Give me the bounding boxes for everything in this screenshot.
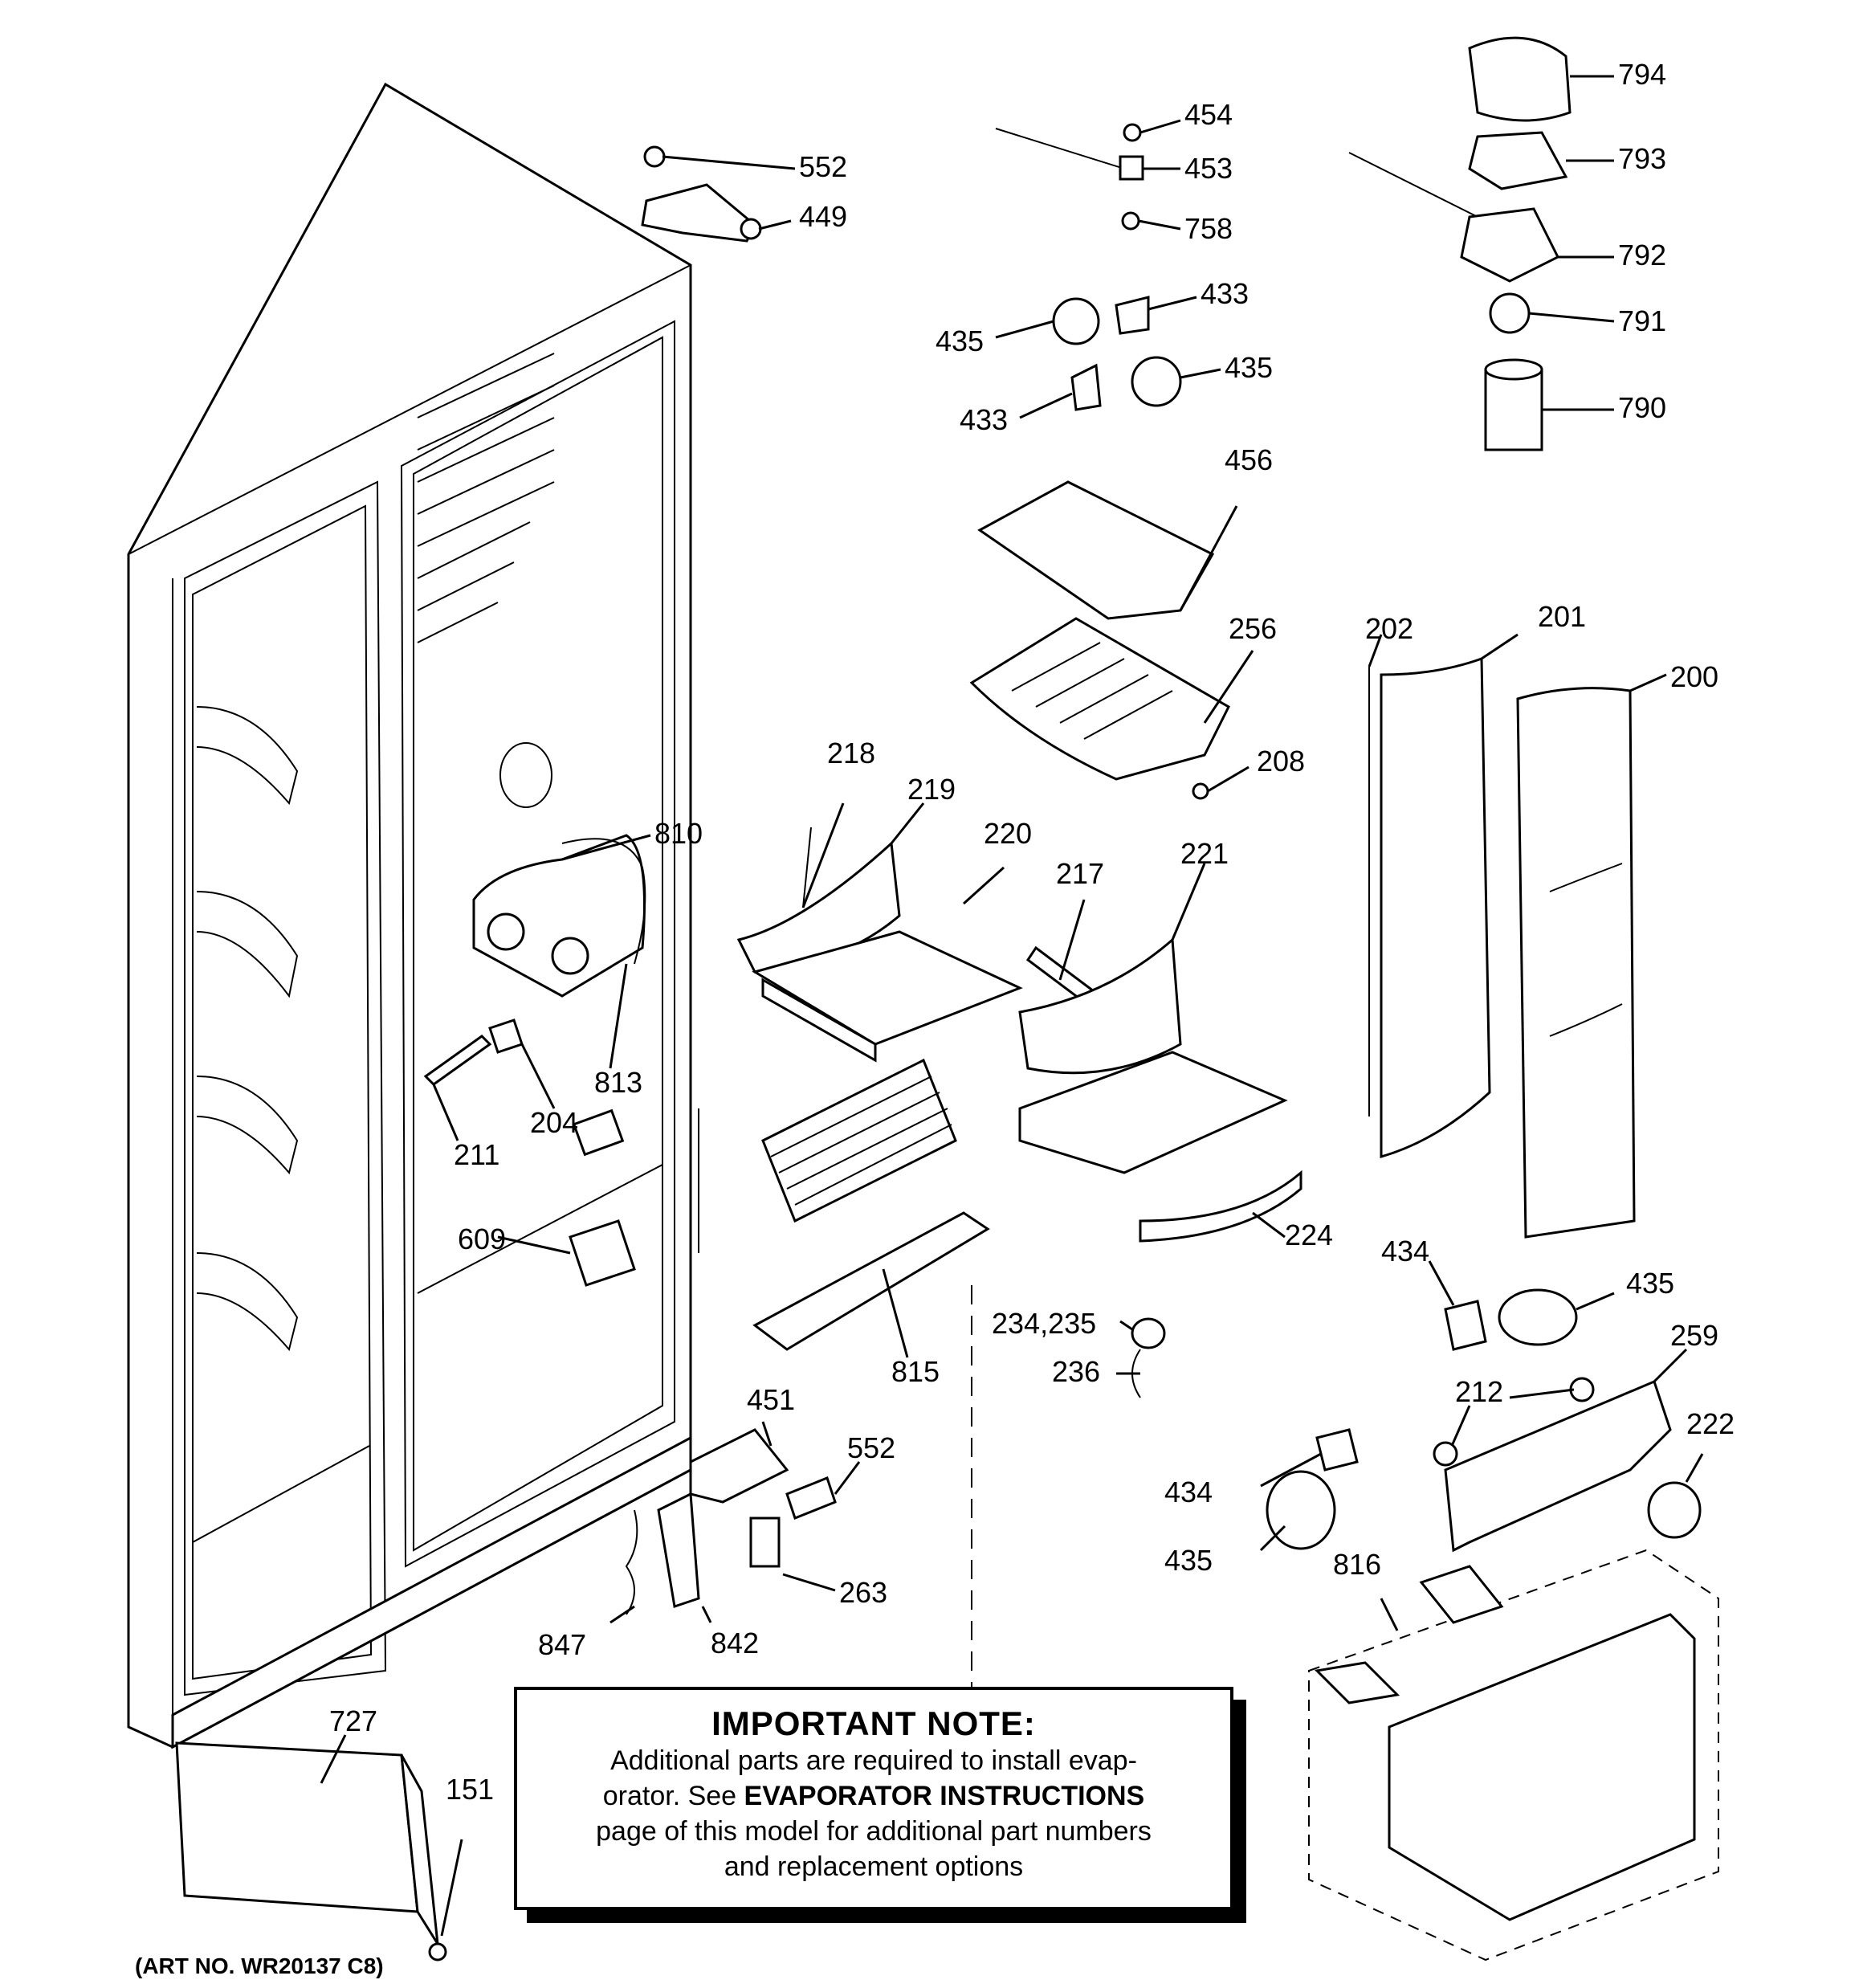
art-number: (ART NO. WR20137 C8) (135, 1953, 384, 1978)
label-263: 263 (839, 1576, 887, 1609)
switch-609 (569, 1219, 636, 1287)
label-810: 810 (654, 817, 703, 850)
label-219: 219 (907, 773, 956, 806)
label-435-upper-left: 435 (936, 325, 984, 357)
light-shield-assembly (969, 480, 1230, 800)
label-202: 202 (1365, 612, 1413, 645)
label-201: 201 (1538, 600, 1586, 633)
label-236: 236 (1052, 1355, 1100, 1388)
label-433-lower: 433 (960, 403, 1008, 436)
label-218: 218 (827, 737, 875, 769)
important-note-box: IMPORTANT NOTE: Additional parts are req… (514, 1687, 1233, 1910)
label-151: 151 (446, 1773, 494, 1806)
label-200: 200 (1670, 660, 1718, 693)
label-220: 220 (984, 817, 1032, 850)
label-256: 256 (1229, 612, 1277, 645)
label-433-upper: 433 (1201, 277, 1249, 310)
note-line-2-text: orator. See (602, 1781, 744, 1811)
note-line-4: and replacement options (724, 1851, 1024, 1882)
label-222: 222 (1686, 1407, 1735, 1440)
auger-motor-cover (423, 834, 646, 1157)
label-434-upper: 434 (1381, 1235, 1429, 1268)
light-assembly-top (995, 123, 1182, 411)
label-435-lower: 435 (1164, 1544, 1213, 1577)
clip-236 (1131, 1317, 1166, 1398)
label-453: 453 (1184, 152, 1233, 185)
refrigerator-case (127, 82, 692, 1749)
label-758: 758 (1184, 212, 1233, 245)
label-552-lower: 552 (847, 1431, 895, 1464)
label-794: 794 (1618, 58, 1666, 91)
light-sockets-right (1266, 1288, 1578, 1550)
label-552-top: 552 (799, 150, 847, 183)
label-842: 842 (711, 1627, 759, 1659)
part-labels: 552 449 454 453 758 433 435 435 433 794 … (329, 58, 1735, 1806)
label-212: 212 (1455, 1375, 1503, 1408)
note-title: IMPORTANT NOTE: (711, 1704, 1036, 1742)
label-217: 217 (1056, 857, 1104, 890)
label-234-235: 234,235 (992, 1307, 1096, 1340)
label-208: 208 (1257, 745, 1305, 778)
label-790: 790 (1618, 391, 1666, 424)
filter-housing-parts (1348, 36, 1572, 451)
note-line-3: page of this model for additional part n… (596, 1816, 1152, 1847)
label-211: 211 (454, 1138, 499, 1171)
label-434-lower: 434 (1164, 1476, 1213, 1508)
label-221: 221 (1180, 837, 1229, 870)
label-815: 815 (891, 1355, 940, 1388)
label-224: 224 (1285, 1219, 1333, 1251)
label-793: 793 (1618, 142, 1666, 175)
note-line-2: orator. See EVAPORATOR INSTRUCTIONS (517, 1778, 1230, 1814)
evaporator-assembly (674, 1058, 990, 1687)
air-duct-covers (1368, 656, 1636, 1239)
grille-727 (175, 1741, 447, 1961)
label-451: 451 (747, 1383, 795, 1416)
label-454: 454 (1184, 98, 1233, 131)
label-816: 816 (1333, 1548, 1381, 1581)
note-line-1: Additional parts are required to install… (610, 1745, 1137, 1776)
control-housing-816 (1308, 1549, 1719, 1961)
label-609: 609 (458, 1223, 506, 1255)
label-792: 792 (1618, 239, 1666, 271)
label-456: 456 (1225, 443, 1273, 476)
dispenser-parts (736, 827, 1302, 1243)
label-847: 847 (538, 1628, 586, 1661)
label-449: 449 (799, 200, 847, 233)
label-259: 259 (1670, 1319, 1718, 1352)
evaporator-instructions-text: EVAPORATOR INSTRUCTIONS (744, 1781, 1145, 1811)
lower-hinge-parts (625, 1428, 837, 1615)
label-727: 727 (329, 1704, 377, 1737)
label-204: 204 (530, 1106, 578, 1139)
label-435-right: 435 (1626, 1267, 1674, 1300)
label-791: 791 (1618, 304, 1666, 337)
leader-lines (320, 75, 1704, 1937)
label-435-upper-right: 435 (1225, 351, 1273, 384)
light-cover-259 (1433, 1377, 1702, 1553)
label-813: 813 (594, 1066, 642, 1099)
